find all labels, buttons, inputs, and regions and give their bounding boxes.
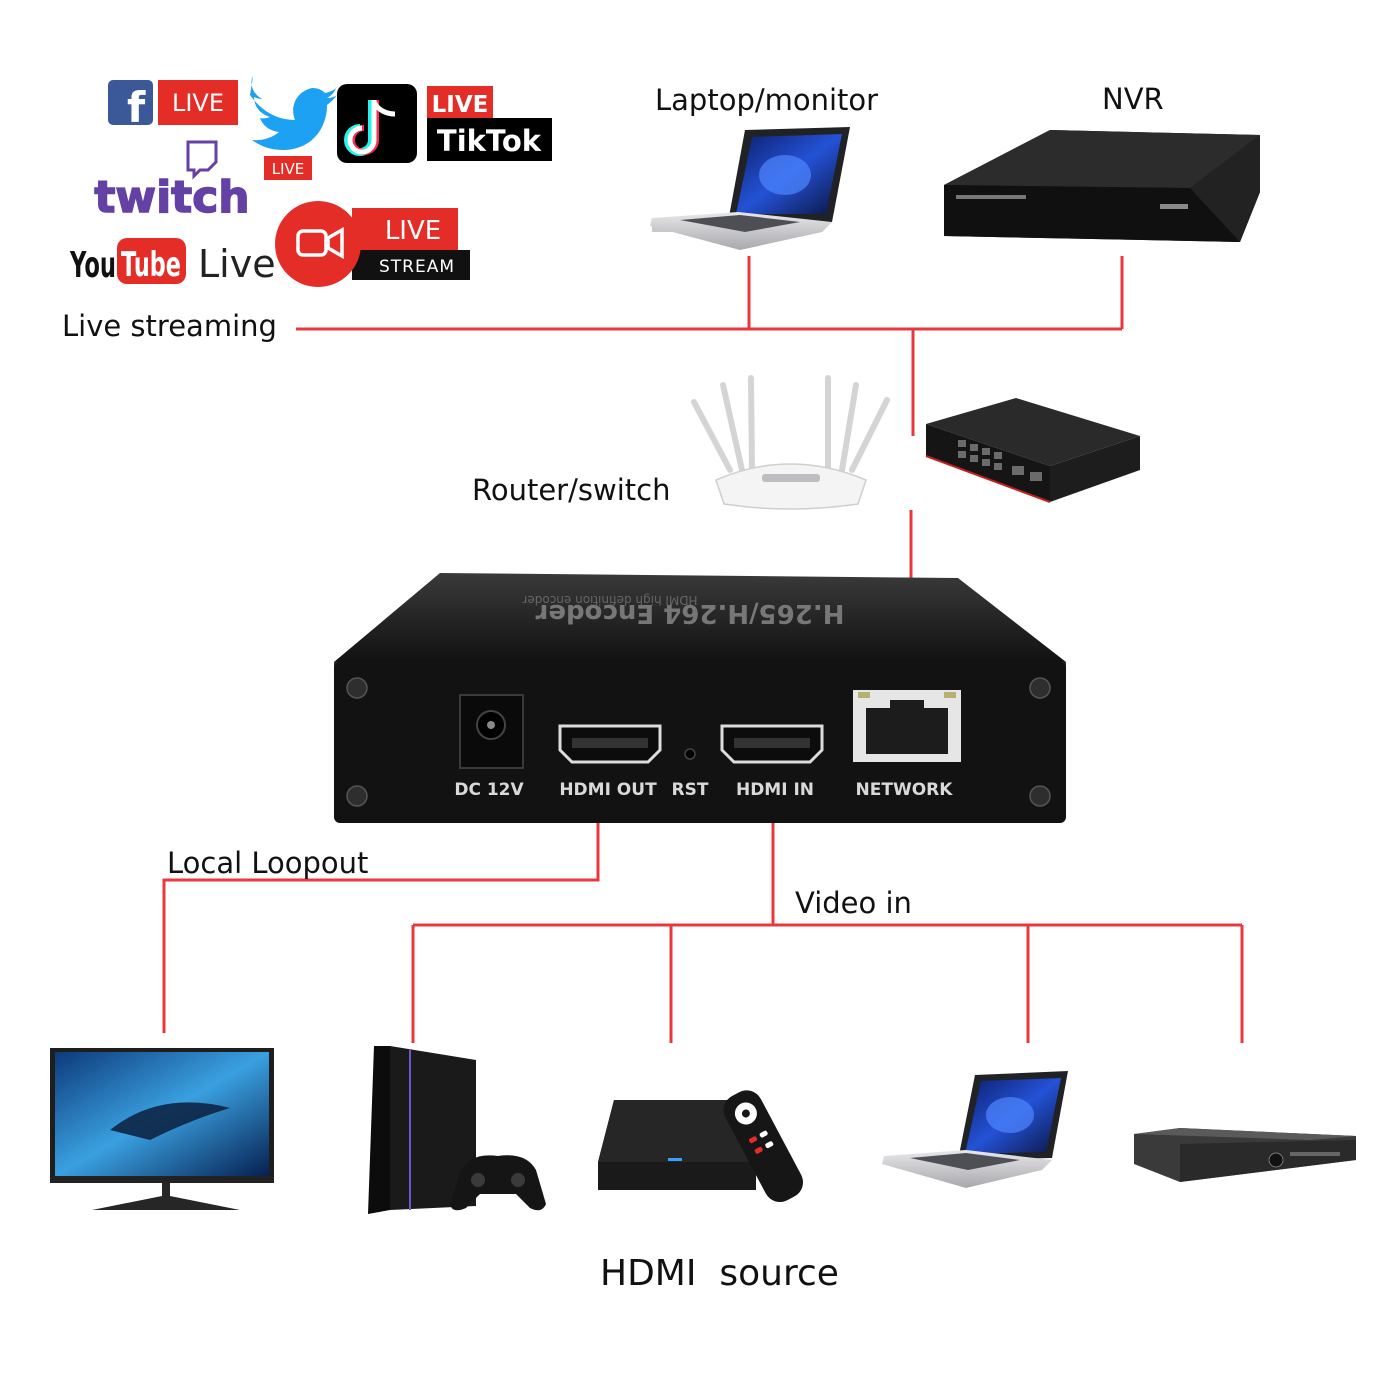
hdmi-out-label: HDMI OUT (559, 780, 657, 800)
rst-label: RST (672, 780, 709, 800)
encoder-top-title: H.265/H.264 Encoder (535, 598, 844, 628)
twitch-glitch-icon (186, 140, 218, 180)
twitch-logo: twitch (94, 140, 250, 224)
laptop-monitor-label: Laptop/monitor (655, 83, 878, 117)
facebook-live-logo: f LIVE (108, 80, 238, 132)
tiktok-live-text: LIVE (432, 92, 489, 118)
encoder-top-subtitle: HDMI high definition encoder (522, 593, 697, 607)
network-port-label: NETWORK (856, 780, 954, 800)
network-port (853, 690, 961, 762)
dvr-image (1134, 1128, 1356, 1182)
hdmi-out-port (558, 724, 662, 764)
tv-box-image (598, 1090, 804, 1203)
facebook-icon (108, 80, 153, 125)
twitter-bird-icon (250, 76, 337, 150)
ps4-console-image (368, 1046, 546, 1214)
remote-control-icon (723, 1090, 804, 1203)
live-streaming-label: Live streaming (62, 309, 277, 343)
tiktok-name-text: TikTok (437, 124, 542, 158)
encoder-top-face (334, 573, 1066, 662)
network-switch-image (925, 398, 1140, 503)
hdmi-in-label: HDMI IN (736, 780, 814, 800)
laptop-bottom-image (882, 1071, 1068, 1188)
router-switch-label: Router/switch (472, 473, 670, 507)
youtube-live-text: Live (198, 242, 276, 286)
panel-screws (346, 677, 1051, 807)
encoder-device: H.265/H.264 Encoder HDMI high definition… (334, 573, 1066, 823)
youtube-live-logo: You Tube Live (69, 238, 276, 286)
youtube-you-text: You (69, 245, 116, 286)
svg-text:f: f (127, 83, 146, 132)
laptop-top-image (650, 127, 850, 250)
router-image (691, 375, 890, 510)
dc-port-label: DC 12V (454, 780, 524, 800)
live-stream-badge: LIVE STREAM (275, 201, 470, 287)
camera-badge-icon (275, 201, 361, 287)
hdmi-source-label: HDMI source (600, 1253, 839, 1294)
twitter-live-text: LIVE (272, 160, 305, 178)
video-in-label: Video in (795, 886, 912, 920)
facebook-live-text: LIVE (172, 89, 224, 117)
local-loopout-label: Local Loopout (167, 846, 368, 880)
twitter-live-logo: LIVE (250, 76, 337, 180)
hdmi-in-port (720, 724, 824, 764)
monitor-image (50, 1048, 274, 1210)
rst-button (684, 748, 696, 760)
dc-port (459, 694, 524, 769)
live-stream-stream-text: STREAM (379, 257, 455, 277)
twitch-wordmark: twitch (94, 172, 249, 223)
live-stream-live-text: LIVE (385, 216, 441, 246)
gamepad-icon (450, 1155, 546, 1211)
youtube-tube-text: Tube (121, 245, 181, 285)
nvr-label: NVR (1102, 82, 1164, 116)
tiktok-live-logo: LIVE TikTok (337, 84, 552, 163)
nvr-top-image (944, 130, 1260, 242)
